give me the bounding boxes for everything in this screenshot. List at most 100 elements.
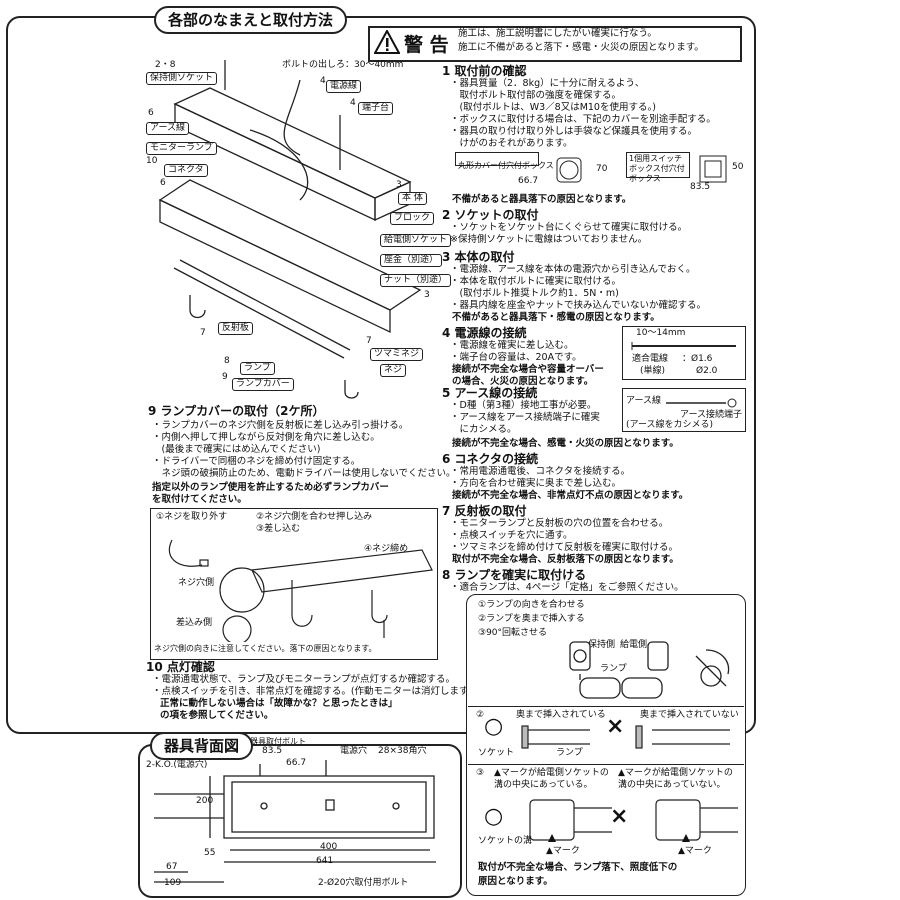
back-dim-83-5: 83.5	[262, 746, 283, 756]
back-dim-66-7: 66.7	[286, 758, 307, 768]
step-title: 9 ランプカバーの取付（2ケ所）	[148, 404, 325, 418]
step-title: 5 アース線の接続	[442, 386, 538, 400]
warning-title: 警 告	[404, 34, 449, 56]
ok-mark: ○	[484, 804, 504, 829]
ng-mark: ×	[606, 714, 625, 739]
divider	[468, 764, 744, 765]
step-line: ・端子台の容量は、20Aです。	[450, 352, 582, 363]
step-line: にカシメる。	[450, 424, 517, 435]
label-terminal: 端子台	[358, 102, 394, 115]
part-number: 2・8	[155, 60, 176, 70]
back-dim-55: 55	[204, 848, 216, 858]
step-line: ・内側へ押して押しながら反対側を角穴に差し込む。	[152, 432, 380, 443]
divider	[468, 706, 744, 707]
label-lamp: ランプ	[240, 362, 275, 375]
earth-label: アース線	[626, 396, 662, 406]
lamp-install-drawing	[569, 641, 730, 699]
step-line: ・点検スイッチを穴に通す。	[450, 530, 573, 541]
wire-single2: (単線)	[640, 366, 666, 376]
final-note: 原因となります。	[478, 876, 553, 887]
label-washer: 座金（別途）	[380, 254, 443, 267]
back-view-drawing	[154, 760, 436, 883]
lamp-step: ③90°回転させる	[478, 628, 548, 638]
wire-spec-box	[622, 326, 746, 380]
fig-screw-hole-label: ネジ穴側	[178, 578, 215, 588]
step-line: ・ソケットをソケット台にくぐらせて確実に取付ける。	[450, 222, 688, 233]
warning-icon	[373, 28, 401, 54]
strip-length: 10〜14mm	[636, 328, 686, 338]
fig-caption: ②ネジ穴側を合わせ押し込み	[256, 512, 373, 522]
warning-box	[368, 26, 742, 62]
mark-drawing	[529, 799, 738, 842]
step-line: 取付ボルト取付部の強度を確保する。	[450, 90, 622, 101]
step-line: (取付ボルト推奨トルク約1．5N・m)	[450, 288, 619, 299]
back-dim-67: 67	[166, 862, 178, 872]
note-bold: の場合、火災の原因となります。	[452, 376, 594, 387]
mark-ng: ▲マークが給電側ソケットの	[618, 768, 733, 778]
mark-num: ③	[476, 768, 485, 778]
lamp-label: ランプ	[600, 664, 627, 674]
warning-line: 施工に不備があると落下・感電・火災の原因となります。	[458, 42, 704, 53]
earth-caulk-label: (アース線をカシメる)	[626, 420, 714, 430]
back-dim-400: 400	[320, 842, 338, 852]
dim-50: 50	[732, 162, 744, 172]
step-line: ・点検スイッチを引き、非常点灯を確認する。(作動モニターは消灯します)	[152, 686, 473, 697]
insert-num: ②	[476, 710, 485, 720]
mark-ok: 溝の中央にあっている。	[494, 780, 593, 790]
step-line: (最後まで確実にはめ込んでください)	[152, 444, 321, 455]
mark-label: ▲マーク	[678, 846, 712, 856]
part-number: 6	[148, 108, 154, 118]
part-number: 7	[366, 336, 372, 346]
step-title: 6 コネクタの接続	[442, 452, 539, 466]
earth-wire-icon	[666, 398, 737, 408]
step-line: けがのおそれがあります。	[450, 138, 573, 149]
back-square-hole: 28×38角穴	[378, 746, 427, 756]
lamp-cover-figure	[150, 508, 438, 660]
back-view-title: 器具背面図	[150, 732, 254, 760]
step-title: 8 ランプを確実に取付ける	[442, 568, 587, 582]
back-dim-109: 109	[164, 878, 182, 888]
mark-label: ▲マーク	[546, 846, 580, 856]
part-number: 3	[424, 290, 430, 300]
label-reflector: 反射板	[218, 322, 254, 335]
step-title: 7 反射板の取付	[442, 504, 527, 518]
wire-single: 適合電線	[632, 354, 669, 364]
switch-box-icon	[699, 155, 727, 183]
back-power-hole: 電源穴	[340, 746, 368, 756]
wire-icon	[631, 342, 736, 350]
fig-caption: ④ネジ締め	[364, 544, 409, 554]
note-bold: 不備があると器具落下・感電の原因となります。	[452, 312, 660, 323]
fig-insert-label: 差込み側	[176, 618, 213, 628]
bolt-projection-label: ボルトの出しろ：30〜40mm	[282, 60, 404, 70]
note-bold: 正常に動作しない場合は「故障かな？と思ったときは」	[160, 698, 398, 709]
fig-note: ネジ穴側の向きに注意してください。落下の原因となります。	[154, 644, 377, 653]
step-line: ・器具の取り付け取り外しは手袋など保護具を使用する。	[450, 126, 698, 137]
step-title: 4 電源線の接続	[442, 326, 527, 340]
wire-v2: Ø2.0	[696, 366, 718, 376]
lamp-label: ランプ	[556, 748, 583, 758]
step-line: ・電源線、アース線を本体の電源穴から引き込んでおく。	[450, 264, 696, 275]
part-number: 7	[200, 328, 206, 338]
label-lamp-cover: ランプカバー	[232, 378, 294, 391]
label-connector: コネクタ	[164, 164, 208, 177]
earth-terminal-label: アース接続端子	[680, 410, 743, 420]
insert-drawing	[521, 725, 730, 749]
main-title: 各部のなまえと取付方法	[154, 6, 348, 34]
mark-ok: ▲マークが給電側ソケットの	[494, 768, 609, 778]
step-line: ・器具内線を座金やナットで挟み込んでいないか確認する。	[450, 300, 707, 311]
step-line: (取付ボルトは、W3／8又はM10を使用する。)	[450, 102, 656, 113]
step-line: ・モニターランプと反射板の穴の位置を合わせる。	[450, 518, 669, 529]
part-number: 9	[222, 372, 228, 382]
label-screw: ネジ	[380, 364, 407, 377]
step-line: ・ランプカバーのネジ穴側を反射板に差し込み引っ掛ける。	[152, 420, 409, 431]
round-box-icon	[556, 157, 582, 183]
step-line: ・方向を合わせ確実に奥まで差し込む。	[450, 478, 622, 489]
part-number: 10	[146, 156, 158, 166]
earth-box	[622, 388, 746, 432]
back-view-frame	[138, 744, 462, 898]
label-earth-line: アース線	[146, 122, 190, 135]
back-dim-200: 200	[196, 796, 214, 806]
step-title: 1 取付前の確認	[442, 64, 527, 78]
part-number: 6	[160, 178, 166, 188]
step-line: ・電源線を確実に差し込む。	[450, 340, 574, 351]
